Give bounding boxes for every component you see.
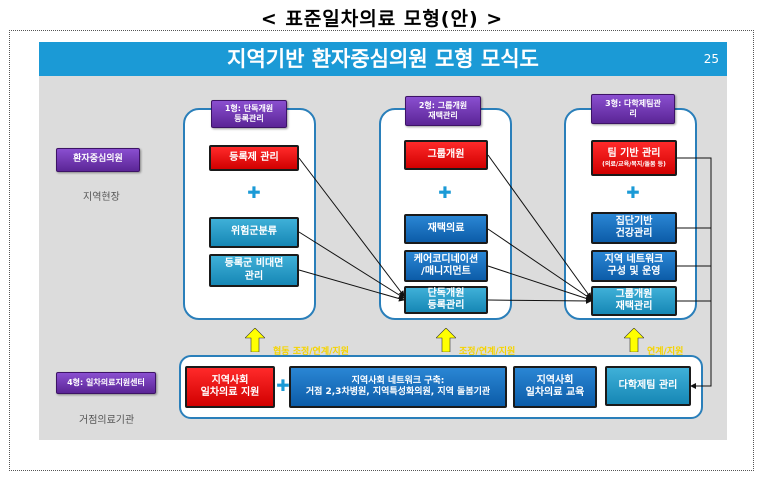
group-practice-box: 그룹개원 bbox=[404, 140, 488, 170]
nonface-line2: 관리 bbox=[244, 270, 264, 282]
group-health-line2: 건강관리 bbox=[615, 228, 653, 239]
network-line2: 구성 및 운영 bbox=[607, 266, 661, 277]
community-network-box: 지역사회 네트워크 구축:거점 2,3차병원, 지역특성화의원, 지역 돌봄기관 bbox=[289, 366, 507, 408]
network-line1: 지역 네트워크 bbox=[604, 253, 664, 265]
patient-clinic-label: 환자중심의원 bbox=[56, 148, 140, 172]
plus-icon: ✚ bbox=[438, 183, 452, 202]
connector-arrow-icon bbox=[487, 297, 592, 304]
connector-arrow-icon bbox=[298, 157, 405, 297]
slide-header: 지역기반 환자중심의원 모형 모식도 25 bbox=[39, 42, 727, 76]
team-title: 팀 기반 관리 bbox=[607, 148, 661, 159]
team-based-box: 팀 기반 관리(의료/교육/복지/돌봄 등) bbox=[591, 140, 677, 176]
support-center-label: 4형: 일차의료지원센터 bbox=[56, 372, 156, 394]
base-institution-label: 거점의료기관 bbox=[79, 415, 135, 426]
type2-header-line1: 2형: 그룹개원 bbox=[418, 101, 468, 110]
type1-header-line2: 등록관리 bbox=[234, 114, 264, 123]
up-arrow-icon bbox=[245, 328, 265, 352]
group-line1: 그룹개원 bbox=[615, 288, 653, 300]
registration-box: 등록제 관리 bbox=[209, 145, 299, 171]
page-title: < 표준일차의료 모형(안) > bbox=[260, 8, 504, 30]
dotted-frame bbox=[9, 30, 754, 471]
community-line2: 일차의료 지원 bbox=[200, 387, 260, 398]
note-coordination-2: 조정/연계/지원 bbox=[459, 347, 516, 357]
care-coord-line1: 케어코디네이션 bbox=[413, 253, 479, 265]
edu-line2: 일차의료 교육 bbox=[525, 387, 585, 398]
team-management-box: 다학제팀 관리 bbox=[605, 366, 691, 406]
connector-arrow-icon bbox=[298, 269, 405, 302]
care-coordination-box: 케어코디네이션/매니지먼트 bbox=[404, 250, 488, 282]
slide-title: 지역기반 환자중심의원 모형 모식도 bbox=[227, 47, 539, 71]
edu-line1: 지역사회 bbox=[536, 374, 574, 386]
network-build-line1: 지역사회 네트워크 구축: bbox=[351, 375, 445, 386]
group-health-line1: 집단기반 bbox=[615, 215, 653, 227]
connector-arrow-icon bbox=[487, 228, 592, 300]
network-build-line2: 거점 2,3차병원, 지역특성화의원, 지역 돌봄기관 bbox=[305, 387, 491, 397]
local-site-label: 지역현장 bbox=[83, 192, 120, 203]
connector-arrow-icon bbox=[487, 154, 592, 299]
type1-header-line1: 1형: 단독개원 bbox=[224, 104, 274, 113]
community-line1: 지역사회 bbox=[211, 374, 249, 386]
solo-line2: 등록관리 bbox=[427, 300, 465, 311]
team-sub: (의료/교육/복지/돌봄 등) bbox=[602, 160, 666, 168]
solo-line1: 단독개원 bbox=[427, 287, 465, 299]
type3-header-line1: 3형: 다학제팀관 bbox=[605, 99, 661, 108]
nonface-line1: 등록군 비대면 bbox=[224, 258, 284, 269]
risk-group-box: 위험군분류 bbox=[209, 217, 299, 248]
up-arrow-icon bbox=[624, 328, 644, 352]
connector-arrow-icon bbox=[487, 265, 592, 302]
note-coordination-3: 연계/지원 bbox=[647, 347, 684, 357]
connector-arrow-icon bbox=[298, 231, 405, 299]
connector-arrow-icon bbox=[677, 157, 712, 389]
plus-icon: ✚ bbox=[626, 183, 640, 202]
home-care-box: 재택의료 bbox=[404, 214, 488, 244]
group-line2: 재택관리 bbox=[615, 301, 653, 312]
note-coordination-1: 협동 조정/연계/지원 bbox=[273, 347, 349, 357]
plus-icon: ✚ bbox=[276, 376, 290, 395]
slide: 지역기반 환자중심의원 모형 모식도 25 환자중심의원 지역현장 4형: 일차… bbox=[39, 42, 727, 440]
connector-lines bbox=[298, 154, 712, 389]
care-coord-line2: /매니지먼트 bbox=[421, 266, 471, 277]
type2-header-line2: 재택관리 bbox=[428, 111, 458, 120]
plus-icon: ✚ bbox=[247, 183, 261, 202]
slide-number: 25 bbox=[703, 52, 719, 66]
up-arrow-icon bbox=[436, 328, 456, 352]
type3-header-line2: 리 bbox=[629, 109, 637, 118]
